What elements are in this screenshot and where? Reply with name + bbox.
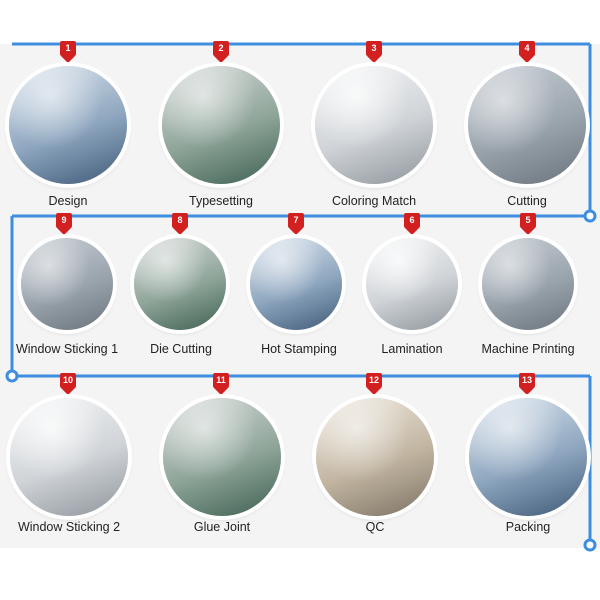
step-label: Hot Stamping — [261, 342, 337, 356]
step-label: Cutting — [507, 194, 547, 208]
step-number: 2 — [213, 41, 229, 56]
step-label: Window Sticking 2 — [17, 520, 121, 534]
step-photo — [21, 238, 113, 330]
down-arrow-icon — [61, 56, 75, 63]
down-arrow-icon — [57, 228, 71, 235]
step-label: Typesetting — [189, 194, 253, 208]
step-number: 4 — [519, 41, 535, 56]
down-arrow-icon — [214, 56, 228, 63]
step-number: 7 — [288, 213, 304, 228]
step-number: 6 — [404, 213, 420, 228]
step-photo — [250, 238, 342, 330]
down-arrow-icon — [289, 228, 303, 235]
down-arrow-icon — [367, 388, 381, 395]
down-arrow-icon — [521, 228, 535, 235]
down-arrow-icon — [367, 56, 381, 63]
step-photo — [315, 66, 433, 184]
step-photo — [9, 66, 127, 184]
down-arrow-icon — [214, 388, 228, 395]
step-number: 5 — [520, 213, 536, 228]
step-number: 12 — [366, 373, 382, 388]
step-label: Design — [48, 194, 88, 208]
step-photo — [468, 66, 586, 184]
step-label: Machine Printing — [481, 342, 575, 356]
step-label: QC — [365, 520, 385, 534]
step-label: Die Cutting — [150, 342, 212, 356]
step-label: Lamination — [381, 342, 443, 356]
step-photo — [366, 238, 458, 330]
step-number: 11 — [213, 373, 229, 388]
step-number: 8 — [172, 213, 188, 228]
step-photo — [162, 66, 280, 184]
step-label: Packing — [505, 520, 551, 534]
down-arrow-icon — [520, 388, 534, 395]
step-number: 3 — [366, 41, 382, 56]
step-label: Window Sticking 1 — [15, 342, 119, 356]
step-number: 10 — [60, 373, 76, 388]
step-photo — [316, 398, 434, 516]
step-label: Coloring Match — [331, 194, 417, 208]
step-photo — [163, 398, 281, 516]
step-photo — [482, 238, 574, 330]
down-arrow-icon — [61, 388, 75, 395]
step-photo — [469, 398, 587, 516]
step-number: 13 — [519, 373, 535, 388]
step-label: Glue Joint — [193, 520, 251, 534]
down-arrow-icon — [173, 228, 187, 235]
step-number: 9 — [56, 213, 72, 228]
step-photo — [134, 238, 226, 330]
down-arrow-icon — [405, 228, 419, 235]
step-photo — [10, 398, 128, 516]
step-number: 1 — [60, 41, 76, 56]
down-arrow-icon — [520, 56, 534, 63]
